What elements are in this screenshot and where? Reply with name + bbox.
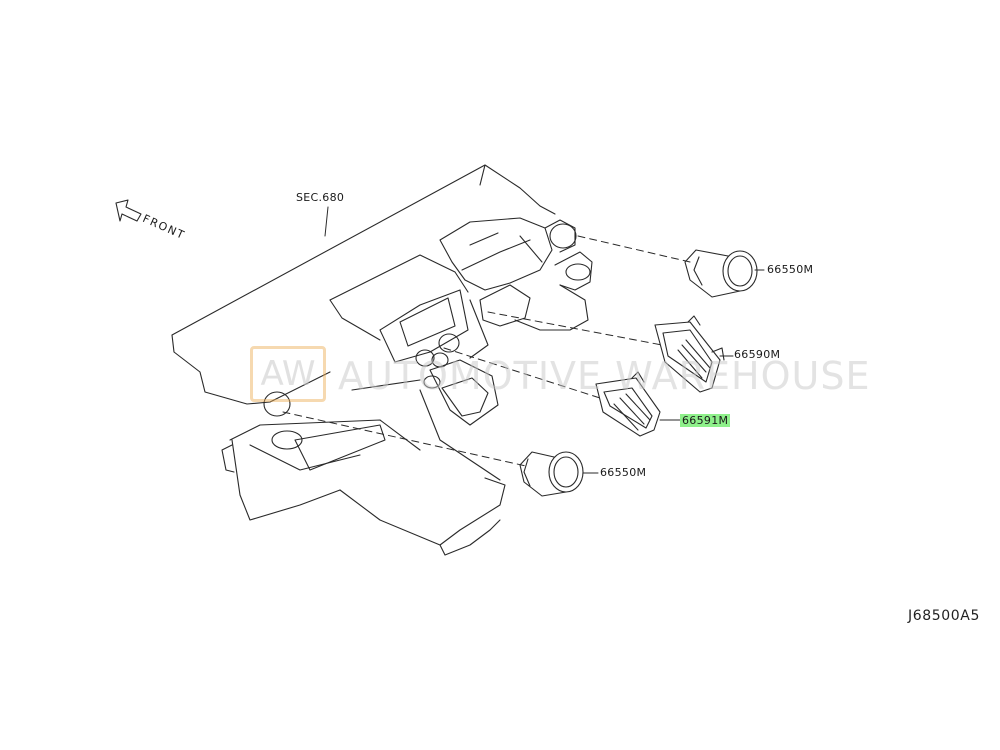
round-vent-top (684, 249, 758, 298)
diagram-id-label: J68500A5 (908, 608, 980, 624)
part-label-66590m[interactable]: 66590M (734, 348, 781, 361)
watermark-text: AUTOMOTIVE WAREHOUSE (338, 354, 871, 398)
instrument-panel (171, 164, 593, 556)
front-arrow-icon (115, 199, 142, 222)
center-vent-left (595, 371, 661, 437)
leader-lines (282, 206, 765, 474)
part-label-66550m-bottom[interactable]: 66550M (600, 466, 647, 479)
watermark-logo: AW (250, 346, 326, 402)
part-label-66591m-highlighted[interactable]: 66591M (680, 414, 731, 427)
center-vent-right (654, 315, 725, 393)
part-label-66550m-top[interactable]: 66550M (767, 263, 814, 276)
round-vent-bottom (519, 451, 584, 497)
section-ref-label: SEC.680 (296, 191, 345, 204)
